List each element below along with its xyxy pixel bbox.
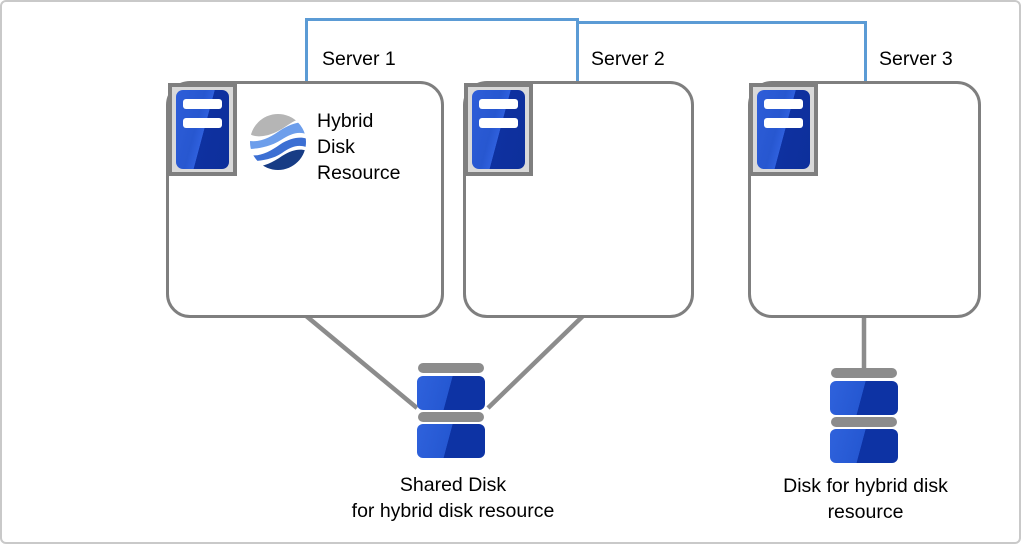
server-tower-icon <box>472 90 525 169</box>
server-tower-icon <box>176 90 229 169</box>
interconnect-line-server1-server2 <box>305 18 579 82</box>
server-icon <box>749 83 818 176</box>
server-drive-slot <box>479 99 518 109</box>
disk-platter <box>417 376 485 410</box>
server-drive-slot <box>183 99 222 109</box>
disk-cap <box>831 417 897 427</box>
server2-box <box>463 81 694 318</box>
server-drive-slot <box>764 99 803 109</box>
logo-wave-navy <box>250 149 306 170</box>
disk-platter <box>417 424 485 458</box>
disk-platter <box>830 381 898 415</box>
resource-label-line3: Resource <box>317 162 401 184</box>
hybrid-disk-icon <box>830 368 898 463</box>
hybrid-disk-resource-icon <box>250 114 306 170</box>
connector-server1-shared-disk <box>303 313 419 410</box>
server1-label: Server 1 <box>322 48 396 70</box>
server2-label: Server 2 <box>591 48 665 70</box>
resource-label-line2: Disk <box>317 136 355 158</box>
shared-disk-label: Shared Disk for hybrid disk resource <box>327 472 579 524</box>
server-icon <box>464 83 533 176</box>
hybrid-disk-label: Disk for hybrid disk resource <box>740 473 991 525</box>
connector-server2-shared-disk <box>486 313 586 410</box>
logo-wave-mid-blue <box>250 137 306 162</box>
server-drive-slot <box>183 118 222 128</box>
hybrid-disk-label-line2: resource <box>827 501 904 523</box>
server-tower-icon <box>757 90 810 169</box>
shared-disk-label-line2: for hybrid disk resource <box>351 500 555 522</box>
hybrid-disk-resource-label: Hybrid Disk Resource <box>317 108 400 186</box>
shared-disk-icon <box>417 363 485 458</box>
interconnect-line-server2-server3 <box>579 21 867 82</box>
shared-disk-label-line1: Shared Disk <box>399 474 507 496</box>
disk-cap <box>418 363 484 373</box>
disk-platter <box>830 429 898 463</box>
server-drive-slot <box>479 118 518 128</box>
disk-cap <box>418 412 484 422</box>
hybrid-disk-label-line1: Disk for hybrid disk <box>783 475 948 497</box>
server-icon <box>168 83 237 176</box>
server-drive-slot <box>764 118 803 128</box>
logo-wave-gray <box>250 114 306 137</box>
server3-label: Server 3 <box>879 48 953 70</box>
resource-label-line1: Hybrid <box>317 110 374 132</box>
disk-cap <box>831 368 897 378</box>
logo-wave-light-blue <box>250 122 306 149</box>
